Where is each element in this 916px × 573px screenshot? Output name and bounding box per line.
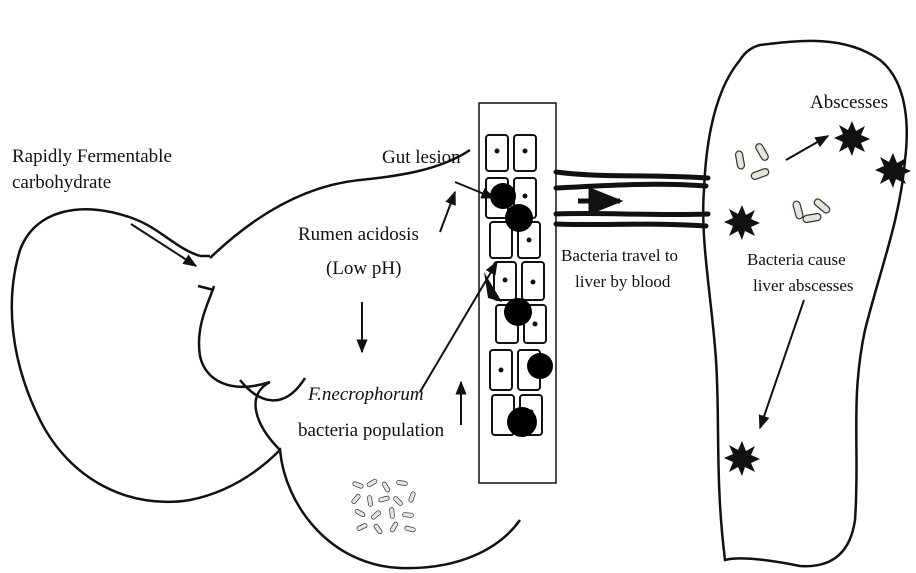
label-carb-line2: carbohydrate <box>12 172 111 194</box>
label-acidosis-line2: (Low pH) <box>326 258 401 280</box>
label-cause-line1: Bacteria cause <box>747 250 846 270</box>
label-travel-line2: liver by blood <box>575 272 670 292</box>
abscess-star-icon <box>834 121 870 156</box>
label-acidosis-line1: Rumen acidosis <box>298 224 419 246</box>
liver-outline <box>703 41 907 566</box>
arrow-to-lower-abscess <box>760 300 804 428</box>
bacteria-cluster-icon <box>351 478 416 534</box>
label-bacteria-population: bacteria population <box>298 420 444 442</box>
arrow-carb-to-rumen <box>131 224 196 266</box>
abscess-star-icon <box>724 205 760 240</box>
arrow-population-to-gut <box>420 262 497 392</box>
epithelial-cells <box>486 135 546 435</box>
bacteria-rod-icon <box>735 142 831 223</box>
abscess-star-icon <box>724 441 760 476</box>
abscess-star-icon <box>875 153 911 188</box>
arrow-to-abscesses <box>786 136 828 160</box>
rumen-outline <box>12 150 520 568</box>
label-gut-lesion: Gut lesion <box>382 147 461 169</box>
arrow-acidosis-to-lesion <box>440 192 455 232</box>
label-cause-line2: liver abscesses <box>753 276 854 296</box>
label-carb-line1: Rapidly Fermentable <box>12 146 172 168</box>
label-travel-line1: Bacteria travel to <box>561 246 678 266</box>
label-abscesses: Abscesses <box>810 92 888 114</box>
label-necrophorum: F.necrophorum <box>308 384 424 406</box>
